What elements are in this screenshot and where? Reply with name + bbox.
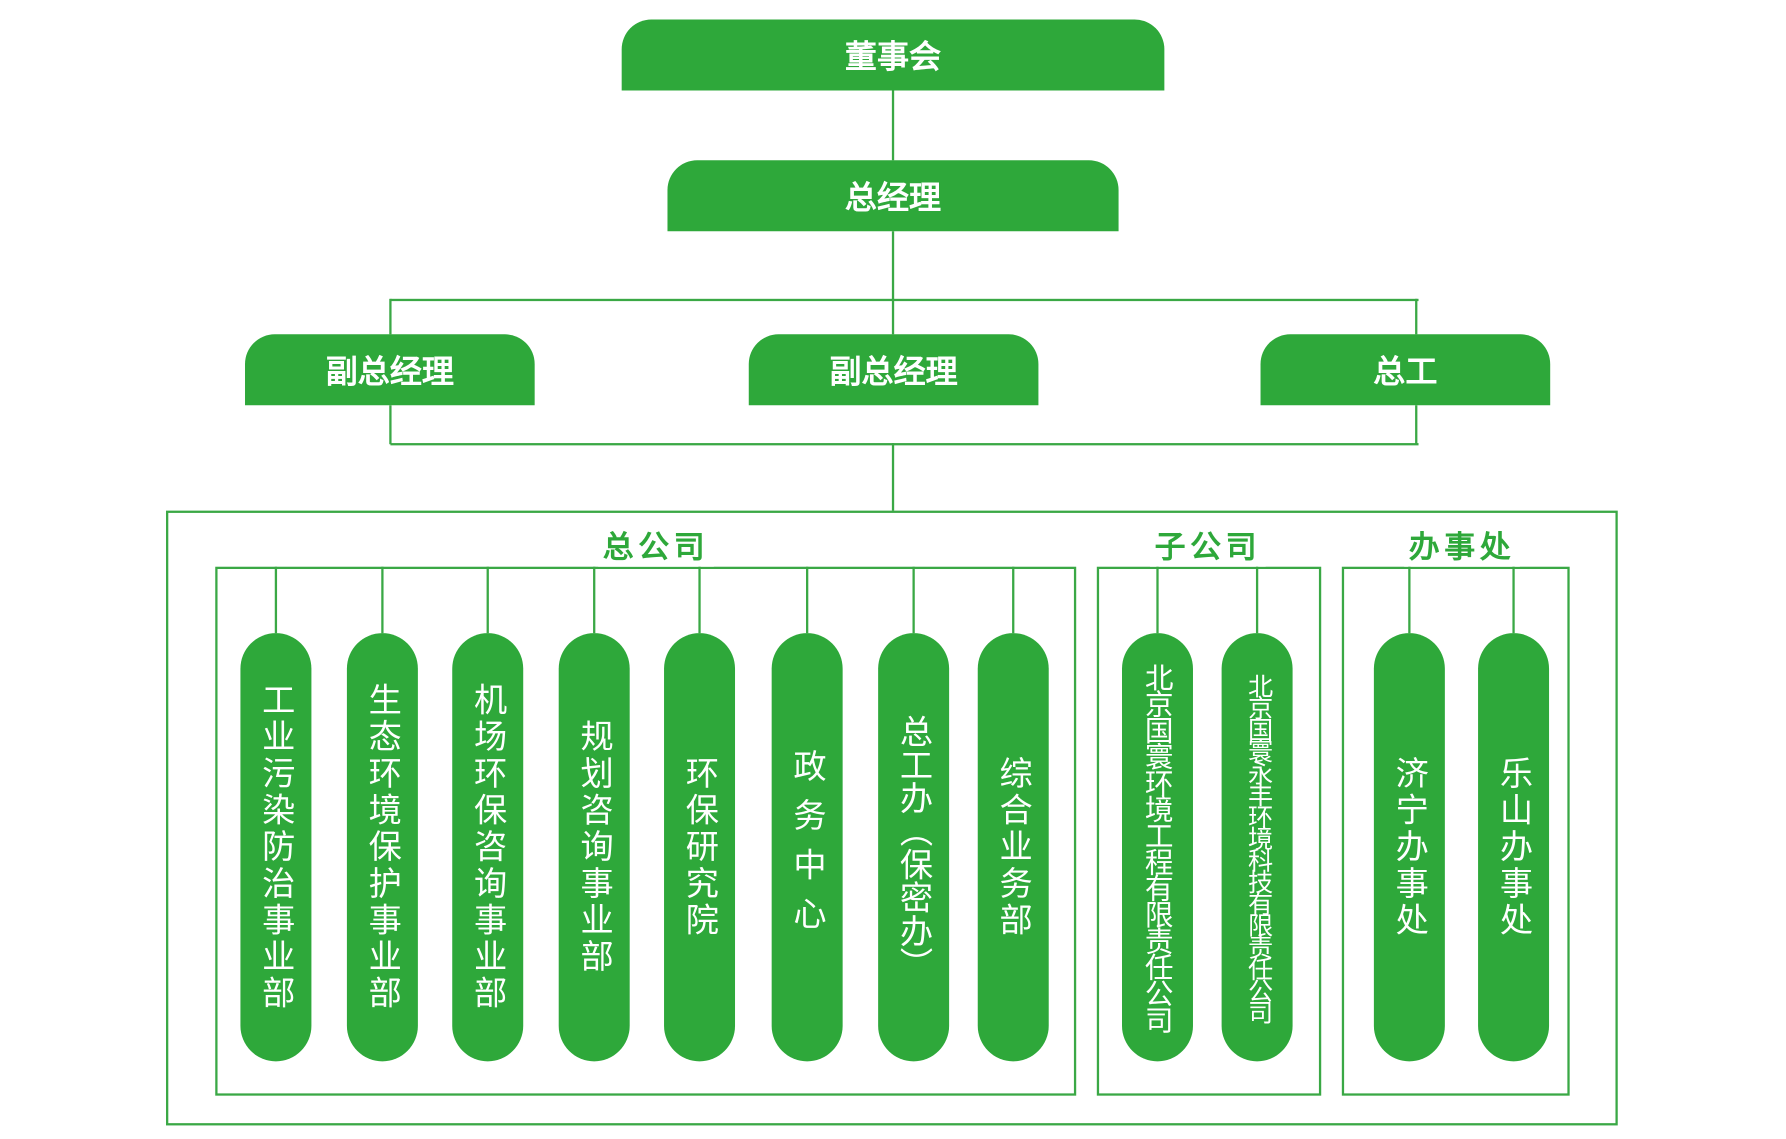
organization-frame xyxy=(166,510,1618,1126)
connector xyxy=(891,231,895,300)
offices-frame xyxy=(1341,566,1570,1096)
connector xyxy=(1156,566,1159,634)
unit-label: 政务中心 xyxy=(788,748,828,946)
connector xyxy=(486,566,489,634)
connector xyxy=(1415,405,1418,445)
subsidiaries-label: 子公司 xyxy=(1150,530,1266,567)
chief-engineer-box: 总工 xyxy=(1260,334,1551,406)
connector xyxy=(1012,566,1015,634)
unit-industrial-pollution: 工业污染防治事业部 xyxy=(240,633,312,1062)
connector xyxy=(1408,566,1411,634)
connector xyxy=(274,566,278,634)
connector xyxy=(389,298,392,335)
unit-label: 规划咨询事业部 xyxy=(575,718,615,976)
connector xyxy=(381,566,384,634)
unit-label: 乐山办事处 xyxy=(1494,755,1534,939)
subsidiaries-frame xyxy=(1096,566,1322,1096)
unit-ecological-protection: 生态环境保护事业部 xyxy=(346,633,418,1062)
office-jining: 济宁办事处 xyxy=(1373,633,1445,1062)
connector xyxy=(390,298,1419,302)
connector xyxy=(1415,298,1418,335)
connector xyxy=(389,405,392,445)
connector xyxy=(891,298,895,335)
unit-research-institute: 环保研究院 xyxy=(664,633,736,1062)
unit-general-affairs: 综合业务部 xyxy=(977,633,1049,1062)
board-box: 董事会 xyxy=(621,19,1165,91)
unit-label: 总工办（保密办） xyxy=(894,714,934,981)
unit-government-affairs: 政务中心 xyxy=(771,633,843,1062)
unit-chief-engineer-office: 总工办（保密办） xyxy=(878,633,950,1062)
unit-label: 环保研究院 xyxy=(680,755,720,939)
subsidiary-guohuan-yongfeng: 北京国寰永丰环境科技有限责任公司 xyxy=(1221,633,1293,1062)
unit-label: 北京国寰环境工程有限责任公司 xyxy=(1140,662,1175,1032)
deputy-gm-box-1: 副总经理 xyxy=(245,334,535,406)
unit-label: 北京国寰永丰环境科技有限责任公司 xyxy=(1243,673,1272,1022)
unit-label: 机场环保咨询事业部 xyxy=(468,682,508,1013)
connector xyxy=(891,90,895,161)
connector xyxy=(1255,566,1259,634)
subsidiary-guohuan-engineering: 北京国寰环境工程有限责任公司 xyxy=(1122,633,1193,1062)
unit-planning-consulting: 规划咨询事业部 xyxy=(558,633,630,1062)
unit-label: 济宁办事处 xyxy=(1390,755,1430,939)
connector xyxy=(593,566,596,634)
connector xyxy=(912,566,915,634)
deputy-gm-box-2: 副总经理 xyxy=(748,334,1039,406)
offices-label: 办事处 xyxy=(1404,530,1520,567)
general-manager-box: 总经理 xyxy=(667,160,1119,232)
connector xyxy=(806,566,809,634)
connector xyxy=(891,443,895,511)
connector xyxy=(698,566,701,634)
connector xyxy=(390,443,1419,446)
connector xyxy=(1512,566,1515,634)
office-leshan: 乐山办事处 xyxy=(1478,633,1550,1062)
unit-label: 工业污染防治事业部 xyxy=(257,682,296,1013)
head-office-frame xyxy=(215,566,1077,1096)
unit-airport-consulting: 机场环保咨询事业部 xyxy=(452,633,524,1062)
head-office-label: 总公司 xyxy=(598,530,714,567)
unit-label: 生态环境保护事业部 xyxy=(363,682,403,1013)
unit-label: 综合业务部 xyxy=(994,755,1034,939)
